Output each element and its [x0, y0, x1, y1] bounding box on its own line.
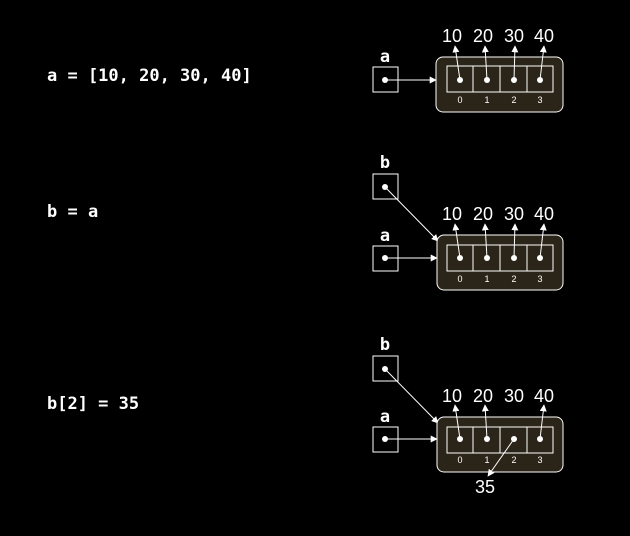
value-label: 30	[504, 386, 524, 406]
statement-1: a = [10, 20, 30, 40]	[47, 66, 252, 86]
statement-2: b = a	[47, 202, 99, 222]
index-label: 2	[511, 455, 516, 465]
index-label: 3	[537, 455, 542, 465]
reference-arrow	[384, 186, 439, 242]
element-arrow	[539, 404, 547, 440]
variable-label-a: a	[380, 47, 390, 67]
element-arrow	[511, 223, 519, 259]
index-label: 3	[537, 274, 542, 284]
variable-label-b: b	[380, 335, 390, 355]
new-value-label: 35	[475, 477, 495, 497]
variable-label-b: b	[380, 153, 390, 173]
variable-box-b	[372, 173, 399, 200]
element-arrow	[539, 223, 547, 259]
statement-3: b[2] = 35	[47, 394, 140, 414]
panel-3: b a 10 20 30 40 0 1 2 3 35	[372, 335, 564, 497]
panel-2: b a 10 20 30 40 0 1 2 3	[372, 153, 564, 291]
index-label: 2	[511, 95, 516, 105]
index-label: 1	[484, 95, 489, 105]
value-label: 40	[534, 26, 554, 46]
value-label: 30	[504, 26, 524, 46]
variable-label-a: a	[380, 407, 390, 427]
panel-1: a 10 20 30 40 0 1 2 3	[372, 26, 564, 113]
variable-box-b	[372, 355, 399, 382]
index-label: 0	[457, 95, 462, 105]
element-arrow	[511, 45, 519, 81]
element-arrow	[452, 45, 461, 81]
value-label: 20	[473, 204, 493, 224]
variable-label-a: a	[380, 226, 390, 246]
element-arrow-new	[487, 438, 515, 477]
value-label: 20	[473, 386, 493, 406]
element-arrow	[481, 223, 489, 259]
value-label: 30	[504, 204, 524, 224]
list-cell-3	[526, 65, 554, 93]
value-label: 40	[534, 386, 554, 406]
element-arrow	[481, 404, 489, 440]
index-label: 3	[537, 95, 542, 105]
index-label: 1	[484, 455, 489, 465]
element-arrow	[452, 404, 461, 440]
reference-arrow	[384, 368, 439, 424]
value-label: 10	[442, 386, 462, 406]
list-cell-3	[526, 426, 554, 454]
index-label: 0	[457, 455, 462, 465]
value-label: 40	[534, 204, 554, 224]
element-arrow	[452, 223, 461, 259]
value-label: 10	[442, 204, 462, 224]
value-label: 10	[442, 26, 462, 46]
index-label: 0	[457, 274, 462, 284]
index-label: 2	[511, 274, 516, 284]
list-cell-3	[526, 244, 554, 272]
value-label: 20	[473, 26, 493, 46]
index-label: 1	[484, 274, 489, 284]
element-arrow	[539, 45, 547, 81]
element-arrow	[481, 45, 489, 81]
